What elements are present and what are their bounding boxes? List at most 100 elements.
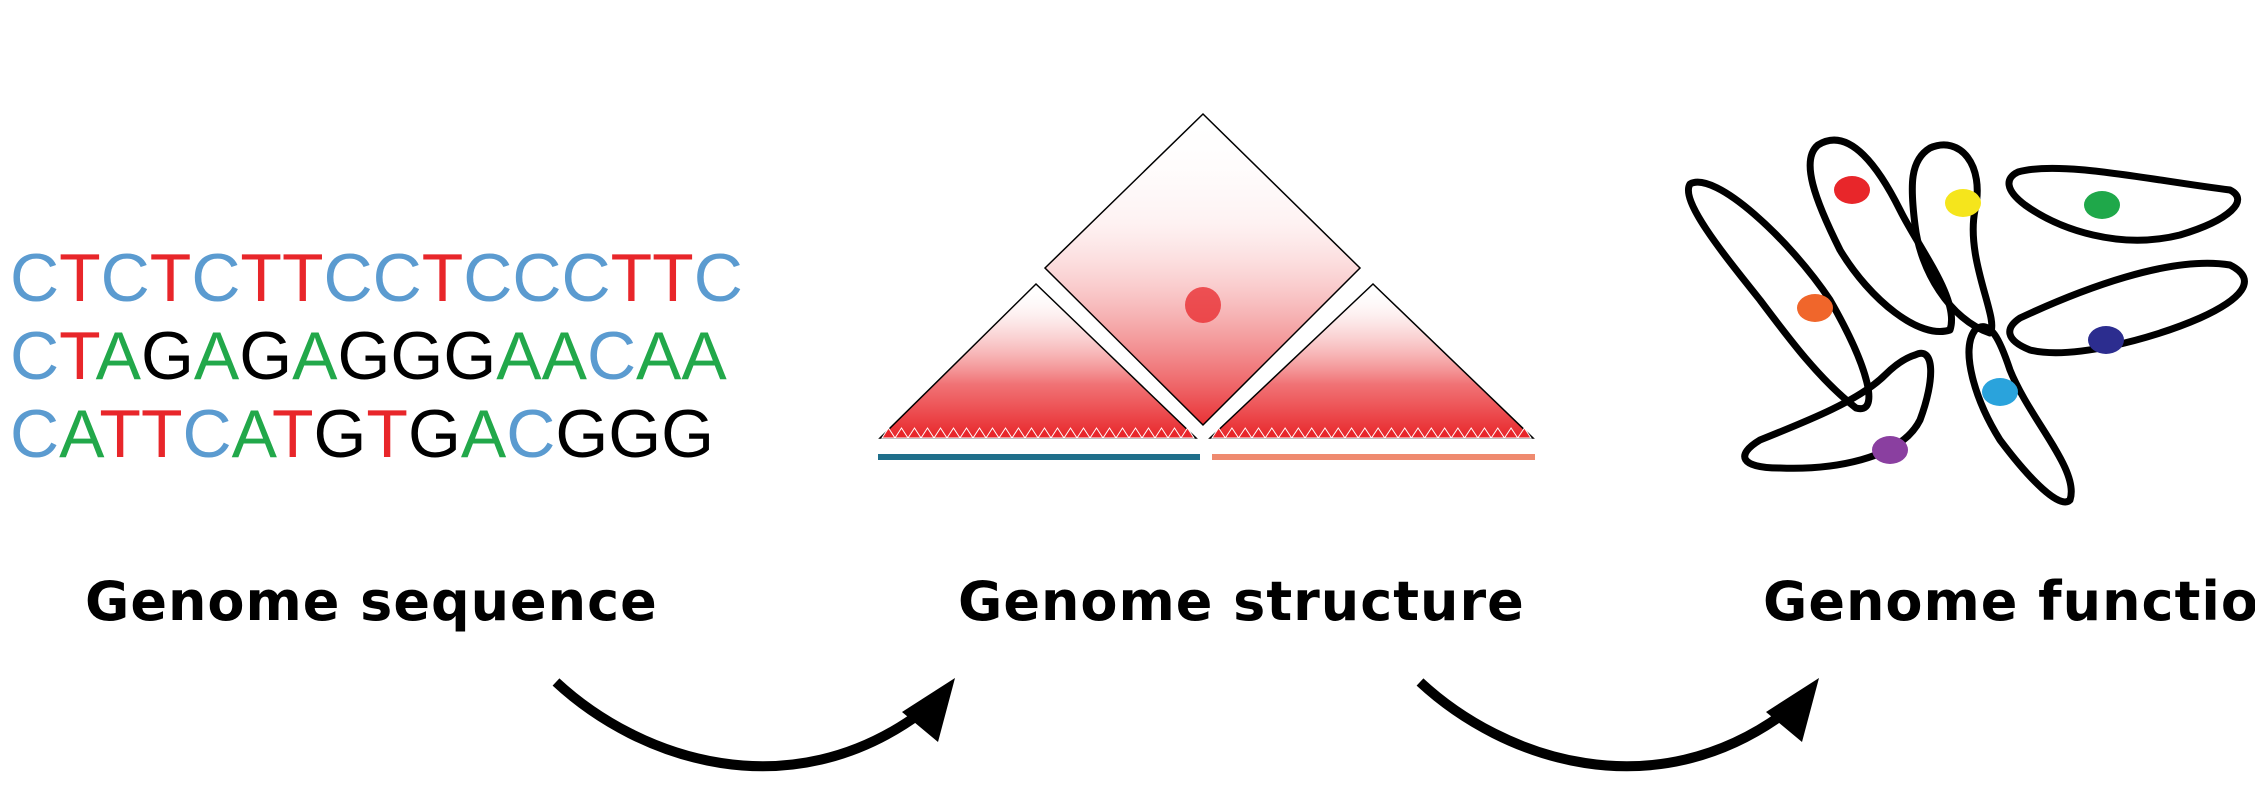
diagonal-bin [1037,427,1052,439]
diagonal-bin [1237,427,1253,439]
base-G: G [239,318,293,394]
diagonal-bin [1516,427,1532,439]
diagonal-bin [1304,427,1320,439]
cell-outline [1741,349,1935,472]
label-genome-function: Genome function [1763,570,2255,633]
diagonal-bin [1128,427,1143,439]
base-A: A [59,396,100,472]
arrow-structure-to-function [1416,678,1819,772]
base-C: C [191,240,241,316]
base-C: C [561,240,611,316]
diagonal-bin [1167,427,1182,439]
diagonal-bins-right [1211,427,1532,439]
base-G: G [443,318,497,394]
diagonal-bin [1011,427,1026,439]
diagonal-bin [1290,427,1306,439]
nucleus [1834,176,1870,204]
diagonal-bin [1370,427,1386,439]
base-G: G [313,396,367,472]
diagonal-bin [1437,427,1453,439]
base-C: C [10,396,60,472]
diagonal-bin [907,427,922,439]
sequence-line-2: CTAGAGAGGGAACAA [10,322,727,390]
base-C: C [100,240,150,316]
diagonal-bin [1277,427,1293,439]
base-A: A [292,318,338,394]
diagonal-bin [1410,427,1426,439]
base-C: C [372,240,422,316]
base-T: T [59,318,96,394]
diagonal-bins-left [881,427,1195,439]
base-A: A [636,318,682,394]
diagonal-bin [1250,427,1267,439]
nucleus [1982,378,2018,406]
diagonal-bin [1115,427,1130,439]
diagonal-bin [985,427,1000,439]
diagonal-bin [1476,427,1493,439]
diagonal-bin [1490,427,1506,439]
base-A: A [681,318,727,394]
base-T: T [271,396,314,472]
base-C: C [586,318,637,394]
base-C: C [182,396,232,472]
diagonal-bin [1141,427,1156,439]
nucleus [1872,436,1908,464]
diagonal-bin [1264,427,1280,439]
diagonal-bin [1076,427,1091,439]
diagonal-bin [881,427,896,439]
base-G: G [661,396,715,472]
base-G: G [407,396,461,472]
diagonal-bin [1211,427,1227,439]
nucleus [1945,189,1981,217]
base-A: A [193,318,240,394]
base-T: T [240,240,282,316]
base-C: C [463,240,513,316]
diagonal-bin [1463,427,1479,439]
diagonal-bin [1154,427,1169,439]
base-G: G [337,318,391,394]
diagonal-bin [1102,427,1117,439]
base-A: A [496,318,542,394]
cell-outline [1908,141,1996,337]
diagonal-bin [1397,427,1413,439]
diagonal-bin [1180,427,1195,439]
base-C: C [10,318,60,394]
base-A: A [231,396,272,472]
diagonal-bin [1063,427,1078,439]
base-T: T [610,240,653,316]
diagonal-bin [998,427,1013,439]
base-A: A [460,396,507,472]
diagonal-bin [933,427,948,439]
diagonal-bin [1503,427,1519,439]
cell-outline [1965,323,2075,506]
sequence-line-1: CTCTCTTCCTCCCTTC [10,244,743,312]
label-genome-sequence: Genome sequence [85,570,658,633]
contact-hotspot [1185,287,1221,323]
diagonal-bin [1089,427,1104,439]
base-C: C [506,396,556,472]
diagonal-bin [1050,427,1065,439]
cell-outline [2005,164,2242,244]
diagonal-bin [1450,427,1466,439]
base-T: T [281,240,324,316]
base-C: C [10,240,60,316]
base-G: G [390,318,444,394]
diagonal-bin [920,427,935,439]
diagonal-bin [1357,427,1373,439]
base-T: T [140,396,183,472]
diagonal-bin [1024,427,1039,439]
diagonal-bin [1224,427,1240,439]
base-C: C [512,240,562,316]
base-G: G [608,396,662,472]
base-T: T [99,396,141,472]
diagonal-bin [1317,427,1333,439]
sequence-line-3: CATTCATGTGACGGG [10,400,714,468]
diagonal-bin [1423,427,1439,439]
cell-outline [1685,178,1873,413]
diagonal-bin [1330,427,1346,439]
nucleus [2088,326,2124,354]
diagonal-bin [959,427,974,439]
inter-tad-diamond [1043,112,1362,427]
